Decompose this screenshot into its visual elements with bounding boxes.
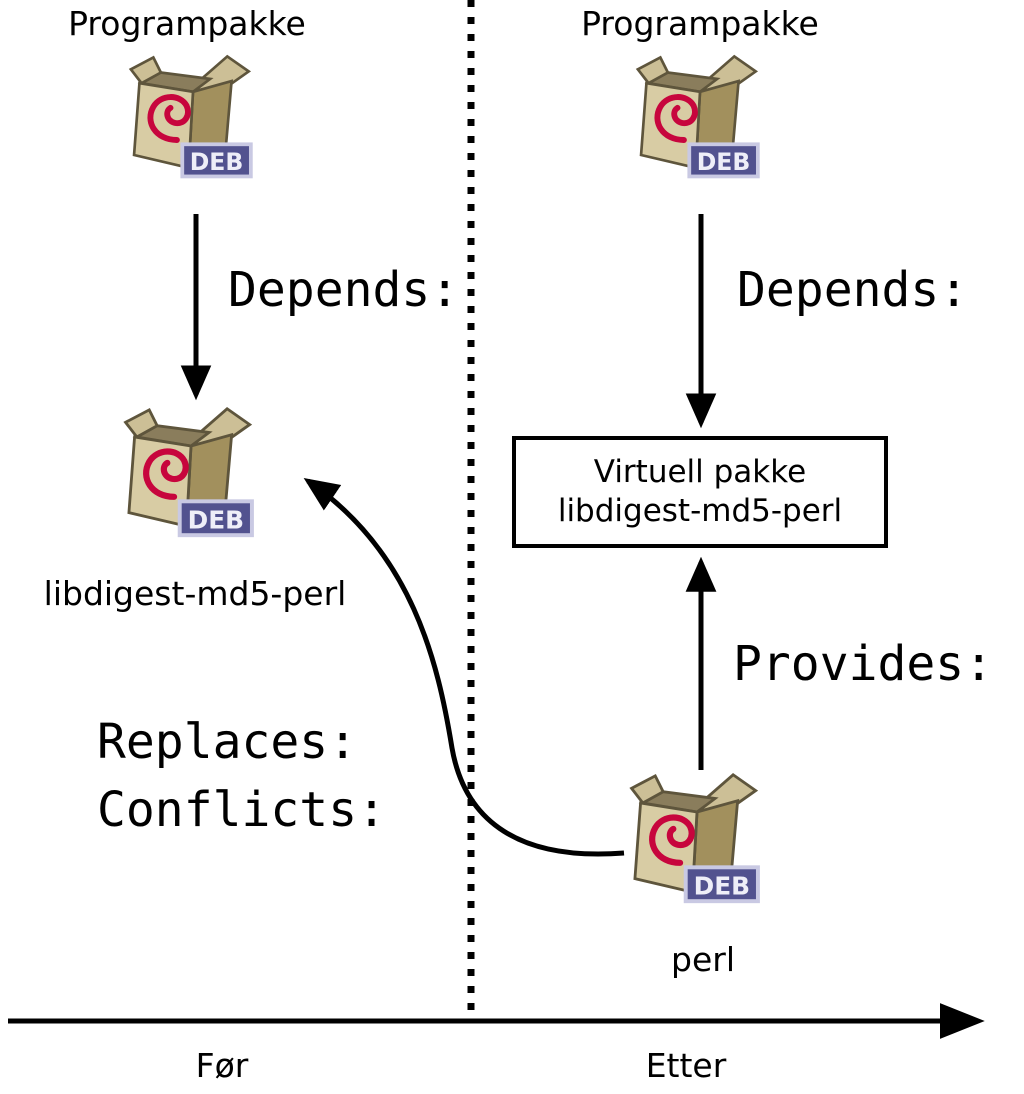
conflicts-label: Conflicts: — [97, 782, 386, 838]
virtual-package-title: Virtuell pakke — [593, 454, 807, 491]
axis-label-after: Etter — [645, 1046, 727, 1085]
virtual-package-name: libdigest-md5-perl — [557, 493, 843, 529]
deb-package-icon-left-bottom — [126, 409, 252, 535]
deb-package-icon-perl — [632, 775, 758, 901]
perl-package-label: perl — [671, 940, 735, 979]
replaces-label: Replaces: — [97, 714, 358, 770]
replaces-conflicts-arrow — [303, 478, 625, 857]
right-program-package-label: Programpakke — [581, 4, 819, 43]
axis-label-before: Før — [195, 1046, 249, 1085]
left-depends-label: Depends: — [228, 262, 460, 318]
virtual-package-box: Virtuell pakke libdigest-md5-perl — [512, 436, 888, 548]
provides-label: Provides: — [733, 636, 994, 692]
deb-package-icon-right-top — [638, 56, 758, 176]
deb-package-icon-left-top — [131, 56, 251, 176]
right-depends-label: Depends: — [737, 262, 969, 318]
left-program-package-label: Programpakke — [68, 4, 306, 43]
libdigest-package-label: libdigest-md5-perl — [43, 574, 347, 613]
